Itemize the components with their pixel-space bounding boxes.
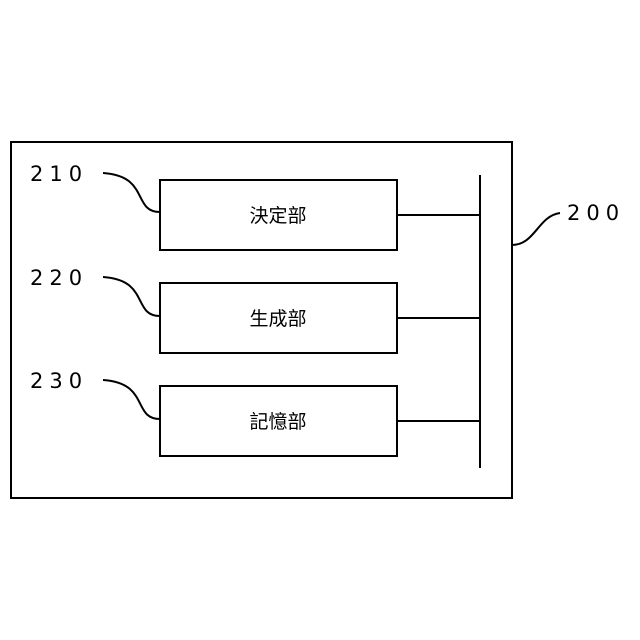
unit-leader-line <box>103 380 160 419</box>
unit-label: 生成部 <box>249 308 306 330</box>
unit-ref-label: 220 <box>30 266 88 290</box>
unit-label: 決定部 <box>249 205 306 227</box>
unit-block-210: 決定部 210 <box>30 162 480 250</box>
unit-leader-line <box>103 277 160 316</box>
unit-ref-label: 230 <box>30 369 88 393</box>
unit-ref-label: 210 <box>30 162 88 186</box>
unit-block-230: 記憶部 230 <box>30 369 480 456</box>
device-leader-line <box>512 213 560 245</box>
device-ref-label: 200 <box>567 201 625 225</box>
unit-label: 記憶部 <box>249 411 306 433</box>
unit-block-220: 生成部 220 <box>30 266 480 353</box>
unit-leader-line <box>103 173 160 212</box>
